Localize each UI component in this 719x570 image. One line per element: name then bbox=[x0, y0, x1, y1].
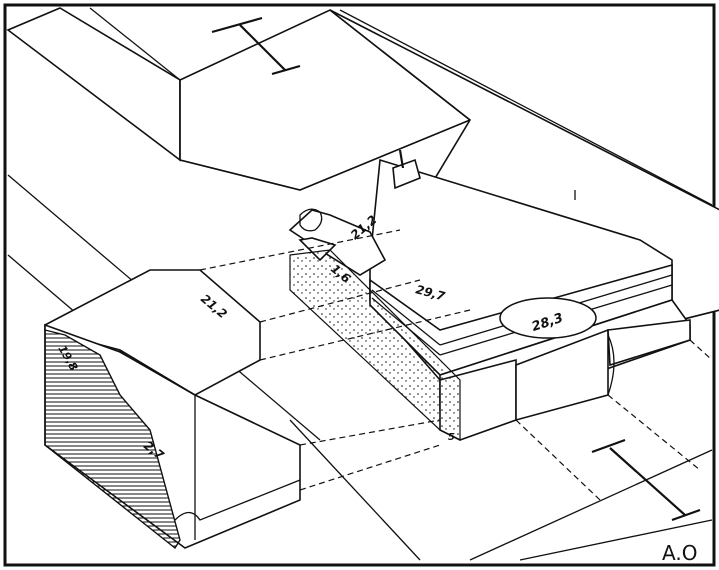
dim-label-oval: 28,3 bbox=[499, 297, 597, 339]
small-post bbox=[392, 149, 421, 190]
projection-lines bbox=[199, 119, 713, 501]
dim-label-small: 5 bbox=[448, 432, 455, 443]
left-moulding-block bbox=[44, 269, 301, 550]
stippled-channel bbox=[289, 249, 461, 441]
back-block bbox=[6, 7, 472, 191]
i-beam-bottom bbox=[591, 438, 701, 522]
artist-signature: A.O bbox=[662, 541, 697, 565]
i-beam-top bbox=[211, 16, 301, 76]
